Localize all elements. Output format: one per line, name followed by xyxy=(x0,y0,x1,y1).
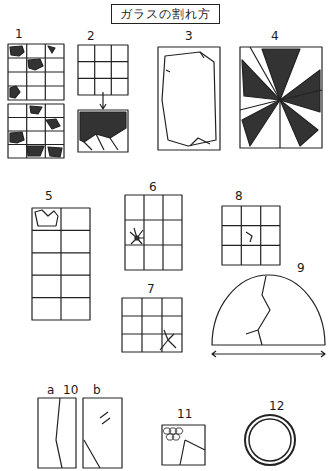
callout-number: 2 xyxy=(86,30,96,42)
title-box: ガラスの割れ方 xyxy=(111,4,220,24)
callout-number: 3 xyxy=(184,30,194,42)
callout-number: 9 xyxy=(296,262,306,274)
callout-number: 4 xyxy=(270,30,280,42)
callout-number: 7 xyxy=(146,283,156,295)
callout-number: 8 xyxy=(234,190,244,202)
callout-number: 5 xyxy=(44,190,54,202)
callout-number: 10 xyxy=(62,384,79,396)
callout-number: 6 xyxy=(148,181,158,193)
callout-number: 12 xyxy=(268,400,285,412)
callout-number: 11 xyxy=(176,408,193,420)
callout-number: b xyxy=(92,384,102,396)
callout-number: a xyxy=(46,384,55,396)
callout-number: 1 xyxy=(14,28,24,40)
